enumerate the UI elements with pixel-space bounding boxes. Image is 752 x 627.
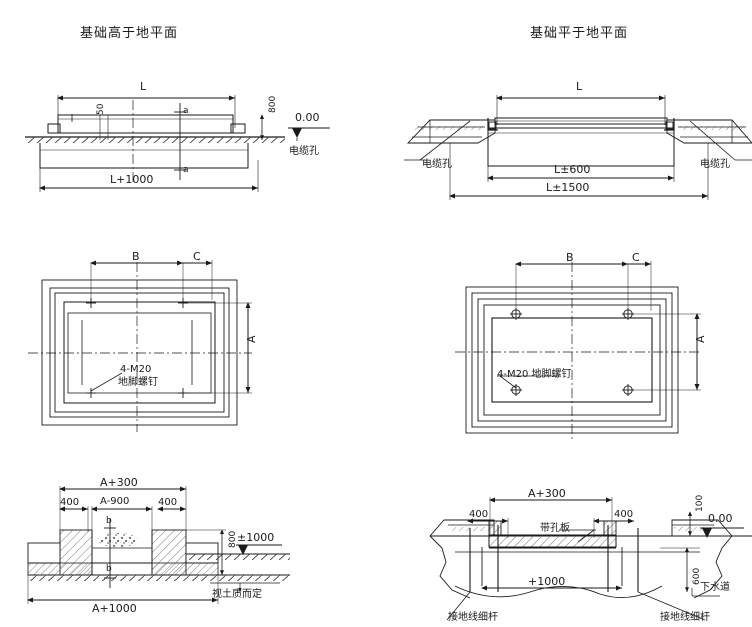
dim-label-A-right: A — [694, 335, 707, 343]
panel-top-right-geometry — [404, 95, 752, 200]
dim-label-400-right-a: 400 — [469, 509, 489, 520]
level-mark-000-bottomright: 0.00 — [708, 512, 733, 525]
dim-label-400-left-b: 400 — [158, 497, 178, 508]
dim-label-L1000: L+1000 — [110, 173, 154, 186]
dim-label-A300-right: A+300 — [528, 487, 566, 500]
dim-label-B-left: B — [132, 250, 140, 263]
dim-label-L1500: L±1500 — [546, 181, 590, 194]
dim-label-L-topright: L — [576, 80, 583, 93]
panel-title-top-right: 基础平于地平面 — [530, 26, 629, 41]
panel-mid-right-geometry — [455, 261, 701, 440]
ground-rod-label-right: 接地线细杆 — [660, 612, 710, 623]
sewer-label: 下水道 — [700, 582, 730, 593]
dim-label-A300-left: A+300 — [100, 476, 138, 489]
perforated-plate-label: 带孔板 — [540, 523, 570, 534]
dim-label-C-right: C — [632, 251, 640, 264]
bolt-note-right: 4-M20 地脚螺钉 — [497, 369, 572, 380]
section-mark-a-bottom: a — [183, 165, 189, 175]
dim-label-A-left: A — [245, 335, 258, 343]
dim-label-400-left-a: 400 — [60, 497, 80, 508]
cable-hole-label-topleft: 电缆孔 — [289, 146, 319, 157]
dim-label-800-topleft: 800 — [268, 95, 278, 113]
panel-bottom-left-geometry — [27, 486, 290, 604]
bolt-note-left-line2: 地脚螺钉 — [118, 377, 158, 388]
level-mark-000-topleft: 0.00 — [295, 111, 320, 124]
dim-label-A1000: A+1000 — [92, 602, 137, 615]
panel-top-left-geometry — [25, 95, 330, 192]
dim-label-100: 100 — [695, 494, 705, 512]
level-mark-1000: ±1000 — [237, 531, 275, 544]
section-mark-b-bottom: b — [106, 564, 112, 574]
panel-bottom-right-geometry — [429, 497, 752, 621]
cable-hole-label-left: 电缆孔 — [422, 159, 452, 170]
dim-label-400-right-b: 400 — [614, 509, 634, 520]
panel-title-top-left: 基础高于地平面 — [80, 26, 179, 41]
dim-label-plus1000: +1000 — [528, 575, 566, 588]
dim-label-50: 50 — [96, 103, 106, 115]
bolt-note-left-line1: 4-M20 — [120, 364, 152, 375]
dim-label-B-right: B — [566, 251, 574, 264]
dim-label-A900: A-900 — [100, 496, 130, 507]
panel-mid-left-geometry — [28, 260, 252, 432]
dim-label-L600: L±600 — [554, 163, 591, 176]
section-mark-a-top: a — [183, 106, 189, 116]
dim-label-L-topleft: L — [140, 80, 147, 93]
section-mark-b-top: b — [106, 516, 112, 526]
cable-hole-label-right: 电缆孔 — [700, 159, 730, 170]
ground-rod-label-left: 接地线细杆 — [448, 612, 498, 623]
soil-note: 视土质而定 — [212, 589, 262, 600]
dim-label-C-left: C — [193, 250, 201, 263]
